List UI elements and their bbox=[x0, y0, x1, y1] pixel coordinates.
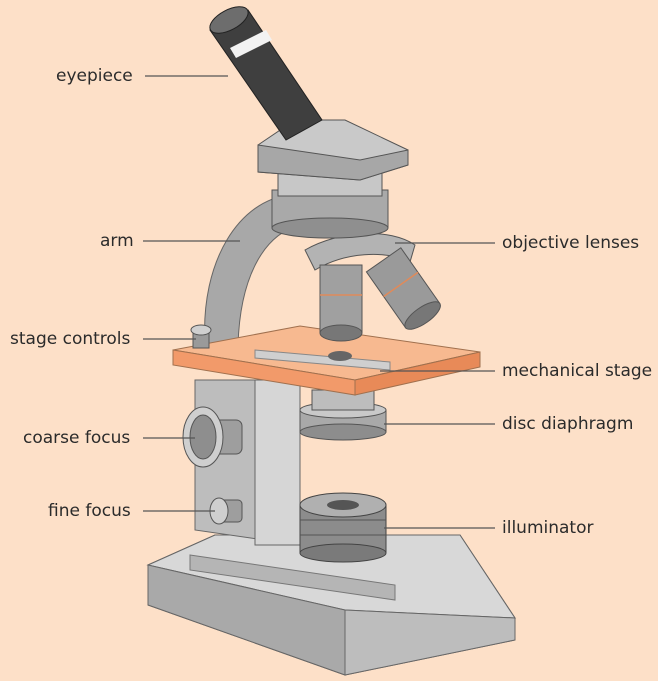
head bbox=[258, 120, 408, 238]
stage-control-knob bbox=[191, 325, 211, 348]
label-objective-lenses: objective lenses bbox=[502, 233, 639, 253]
label-arm: arm bbox=[100, 231, 134, 251]
illuminator-shape bbox=[300, 493, 386, 562]
label-disc-diaphragm: disc diaphragm bbox=[502, 414, 633, 434]
label-eyepiece: eyepiece bbox=[56, 66, 133, 86]
objective-lenses-shape bbox=[305, 234, 444, 341]
label-illuminator: illuminator bbox=[502, 518, 593, 538]
label-mechanical-stage: mechanical stage bbox=[502, 361, 652, 381]
disc-diaphragm-shape bbox=[300, 390, 386, 440]
label-stage-controls: stage controls bbox=[10, 329, 130, 349]
eyepiece-tube bbox=[206, 1, 322, 140]
label-fine-focus: fine focus bbox=[48, 501, 131, 521]
label-coarse-focus: coarse focus bbox=[23, 428, 130, 448]
